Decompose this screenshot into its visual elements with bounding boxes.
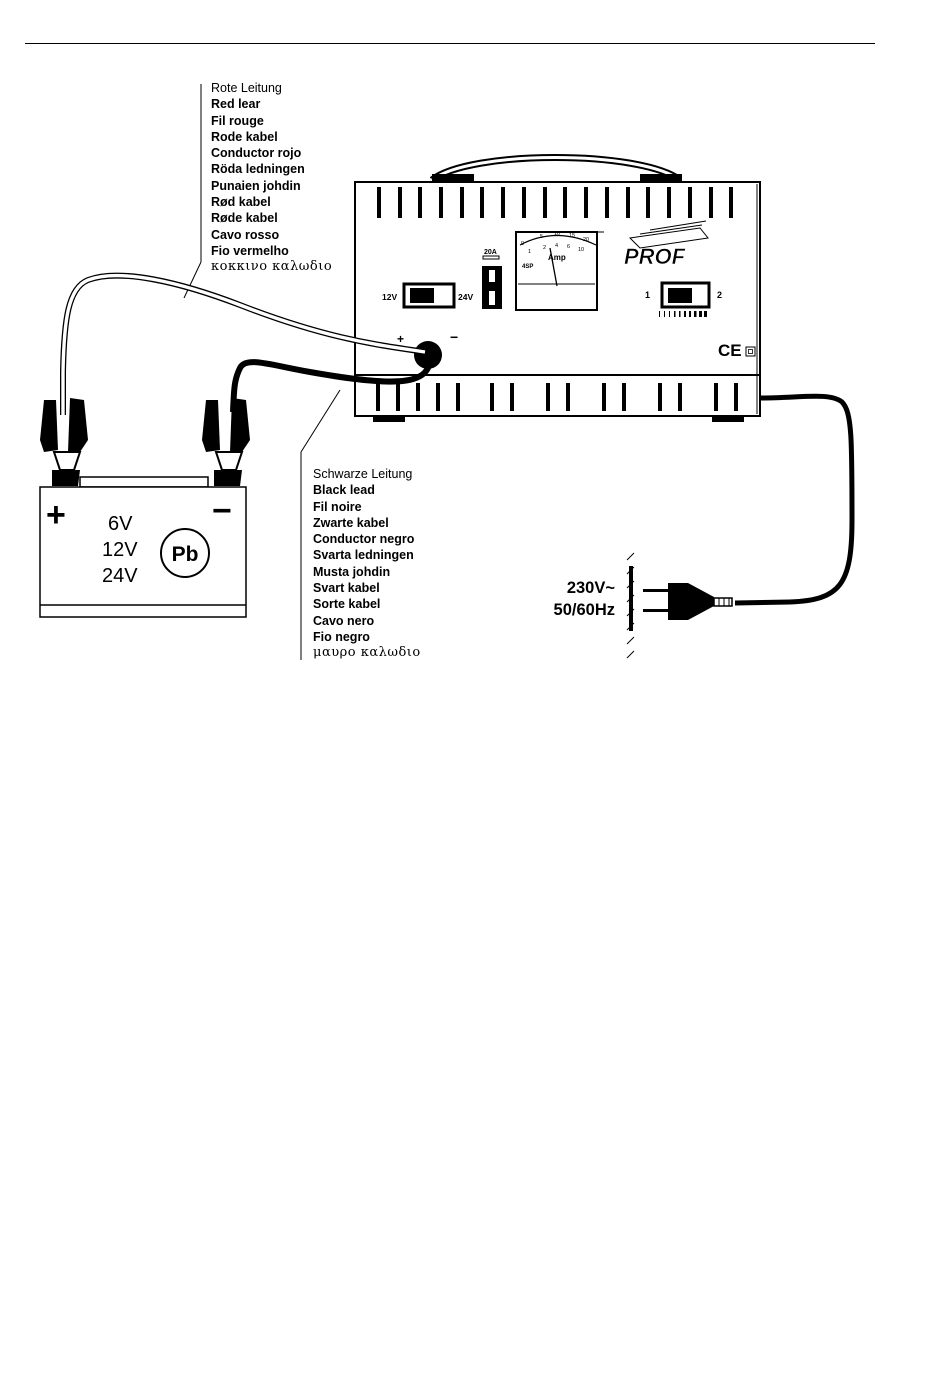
battery: + − 6V 12V 24V Pb [39,476,247,618]
black-lead-label: Musta johdin [313,564,391,579]
ammeter-tick-label: 20 [583,237,589,243]
battery-voltage-6v: 6V [108,513,133,535]
black-lead-label: Fio negro [313,629,370,644]
ammeter-tick-label: 10 [578,247,584,253]
black-lead-cable [230,354,434,413]
battery-body [39,486,247,618]
ammeter-tick-label: 10 [554,231,560,237]
positive-clamp [40,398,88,486]
output-terminal [414,341,442,369]
plug-pin-bottom [643,609,670,612]
black-lead-label: Black lead [313,483,375,498]
black-lead-label: Svart kabel [313,581,380,596]
black-lead-leader-diagonal [300,389,341,453]
ammeter-tick-label: 2 [543,245,546,251]
lead-acid-symbol-text: Pb [172,543,199,566]
red-lead-label: Conductor rojo [211,146,302,161]
mode-selector-rocker [668,288,692,303]
mains-frequency: 50/60Hz [553,601,615,619]
mains-cable [734,393,855,606]
mains-label: 230V~ 50/60Hz [537,577,615,621]
plug-pin-top [643,589,670,592]
plug-strain-relief [713,597,733,607]
red-lead-label: Røde kabel [211,211,278,226]
red-lead-label: Punaien johdin [211,178,301,193]
black-lead-label: Sorte kabel [313,597,381,612]
voltage-switch-rocker [410,288,434,303]
brand-text: PROF [624,244,686,269]
ammeter-tick-label: 4 [555,243,558,249]
top-vents [377,187,733,218]
black-lead-label: Conductor negro [313,532,415,547]
fuse-label: 20A [484,249,497,256]
selector-label-2: 2 [717,290,722,300]
double-insulation-mark-outer [745,346,756,357]
ammeter-needle [549,247,558,287]
plug-body [668,583,714,620]
selector-scale [659,311,707,317]
mains-voltage: 230V~ [566,579,615,597]
ammeter-mark: 4SP [522,264,533,270]
black-lead-label: Zwarte kabel [313,515,389,530]
charger-unit: 12V 24V 20A 0 5 10 15 20 1 2 4 6 10 Amp … [354,154,761,422]
battery-cap [79,476,209,488]
double-insulation-mark-inner [748,349,753,354]
wall-socket [626,552,635,659]
black-lead-label: Cavo nero [313,613,375,628]
top-rule [25,43,875,45]
battery-plus-sign: + [46,496,66,534]
bottom-vents [376,383,738,411]
battery-voltage-24v: 24V [102,565,138,587]
handle-bracket-left [432,174,474,183]
red-lead-label: Rode kabel [211,129,278,144]
switch-label-24v: 24V [458,292,473,302]
battery-minus-sign: − [212,492,232,530]
ammeter [515,231,598,311]
red-lead-label: Rote Leitung [211,81,282,95]
terminal-plus-label: + [397,332,404,346]
charger-foot-right [712,416,744,422]
negative-clamp [202,398,250,486]
red-lead-label: Rød kabel [211,195,271,210]
black-lead-labels: Schwarze Leitung Black lead Fil noire Zw… [313,466,421,662]
ammeter-tick-label: 15 [569,233,575,239]
mains-plug [643,583,733,620]
terminal-minus-label: − [450,329,458,345]
fuse-symbol [482,255,500,260]
ammeter-tick-label: 0 [521,241,524,247]
prof-logo: PROF [624,220,709,269]
handle-bracket-right [640,174,682,183]
fuse-element [485,282,499,291]
red-lead-leader-diagonal [183,261,202,299]
red-lead-label: Red lear [211,97,261,112]
charger-foot-left [373,416,405,422]
ammeter-tick-label: 5 [540,234,543,240]
ammeter-unit: Amp [548,253,566,262]
red-lead-label-greek: κοκκινο καλωδιο [211,259,333,275]
ammeter-tick-label: 6 [567,244,570,250]
red-lead-label: Cavo rosso [211,227,280,242]
lead-acid-symbol [160,528,210,578]
red-lead-label: Fil rouge [211,113,264,128]
switch-label-12v: 12V [382,292,397,302]
selector-label-1: 1 [645,290,650,300]
red-lead-labels: Rote Leitung Red lear Fil rouge Rode kab… [211,80,332,276]
wall-hatching [626,552,635,659]
black-lead-label: Svarta ledningen [313,548,414,563]
battery-voltage-12v: 12V [102,539,138,561]
ammeter-scale-arc [519,234,597,246]
ce-mark: CE [718,341,742,360]
red-lead-label: Fio vermelho [211,243,289,258]
ammeter-tick-label: 1 [528,249,531,255]
charger-handle-inner [431,156,681,182]
black-lead-label: Schwarze Leitung [313,467,413,481]
black-lead-label: Fil noire [313,499,362,514]
red-lead-cable-inner [61,273,426,415]
red-lead-label: Röda ledningen [211,162,305,177]
black-lead-label-greek: μαυρο καλωδιο [313,645,421,661]
